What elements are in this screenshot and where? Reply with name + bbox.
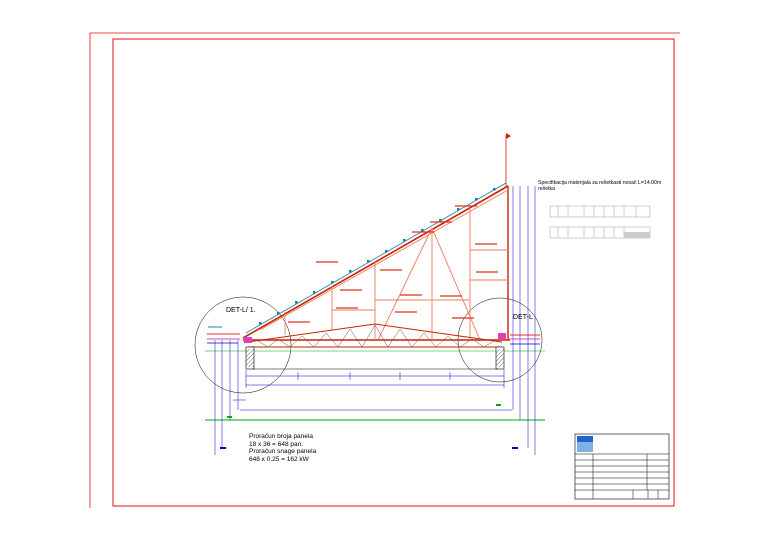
detail-label-left: DET-L/ 1. [226,307,256,314]
spec-title-line1: Specifikacija materijala za rešetkasti n… [538,180,662,186]
note-panel-count-heading: Proračun broja panela [249,433,313,440]
spec-title-line2: rešetka [538,186,556,192]
note-panel-power-heading: Proračun snage panela [249,448,317,455]
roof-structure [242,133,511,341]
note-panel-power-value: 648 x 0.25 = 162 kW [249,455,309,463]
lattice-truss [247,323,503,348]
solar-panel-markers [259,188,496,325]
elevation-markers [220,404,518,449]
supports [244,333,506,370]
spec-title: Specifikacija materijala za rešetkasti n… [538,180,678,192]
member-tags [288,205,498,323]
note-panel-count-value: 18 x 36 = 648 pan. [249,440,304,448]
left-annotations [207,326,240,344]
sheet-frame [89,32,680,508]
dimension-lines [214,186,536,455]
calculation-notes: Proračun broja panela 18 x 36 = 648 pan.… [249,433,316,463]
right-annotations [510,334,540,345]
spec-table [549,205,651,239]
detail-label-right: DET-L [513,314,533,321]
detail-circle-left [194,296,292,394]
title-block [574,433,670,500]
frame-members [259,189,509,341]
